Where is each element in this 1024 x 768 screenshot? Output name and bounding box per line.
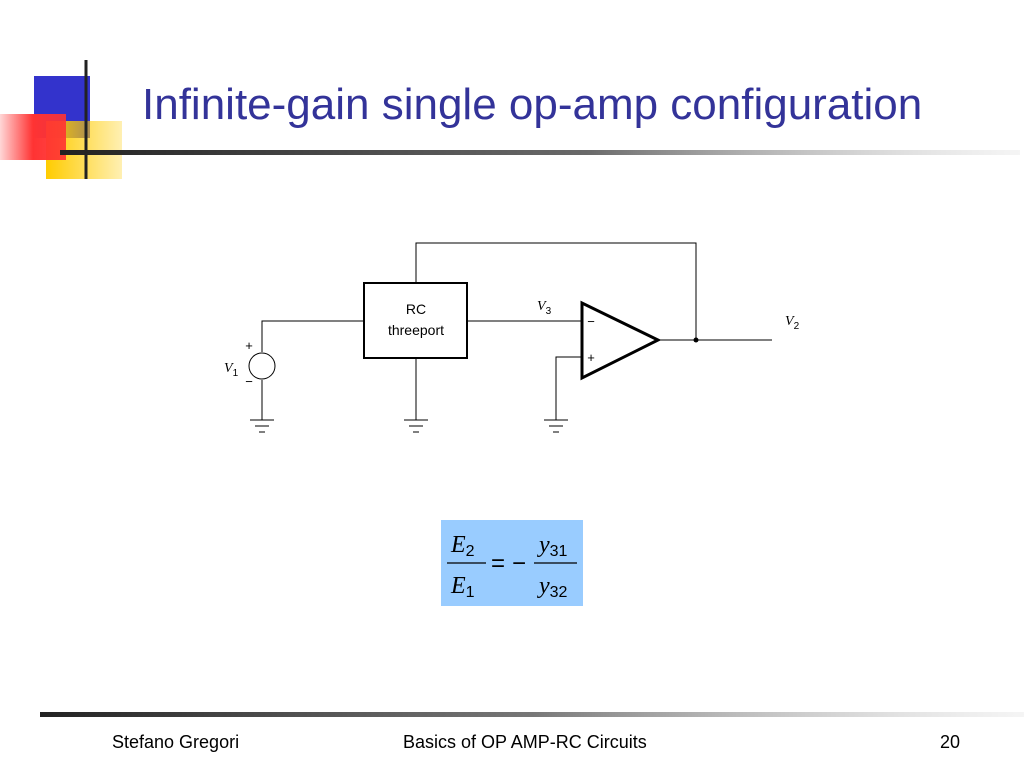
footer-author: Stefano Gregori (112, 732, 240, 752)
block-label-rc: RC (406, 301, 426, 317)
rc-threeport-block (363, 282, 468, 359)
ground-symbol-opamp (544, 419, 568, 433)
noninverting-ground-wire (555, 356, 582, 420)
slide-title: Infinite-gain single op-amp configuratio… (142, 80, 923, 129)
op-amp (580, 300, 662, 381)
title-underline (60, 150, 1020, 155)
feedback-wire (415, 242, 697, 340)
formula-minus: − (512, 550, 526, 577)
source-minus-sign: − (245, 374, 253, 389)
input-wire (261, 320, 364, 352)
opamp-minus-sign: − (587, 314, 595, 329)
v2-label: V2 (785, 314, 800, 332)
ground-symbol-block (404, 419, 428, 433)
source-plus-sign: + (245, 338, 253, 353)
v1-label: V1 (224, 361, 239, 379)
opamp-plus-sign: + (587, 350, 595, 365)
formula-den-right: y32 (537, 573, 568, 601)
output-node (693, 337, 699, 343)
footer-course: Basics of OP AMP-RC Circuits (403, 732, 647, 752)
footer-page-number: 20 (940, 732, 961, 752)
v3-label: V3 (537, 299, 552, 317)
voltage-source-v1 (248, 352, 276, 380)
formula-den-left: E1 (450, 573, 475, 601)
formula-equals: = (491, 550, 505, 577)
ground-symbol-source (250, 419, 274, 433)
deco-red-bar (0, 114, 66, 160)
formula: E2 E1 = − y31 y32 (447, 532, 577, 601)
footer-line (40, 712, 1024, 717)
block-label-threeport: threeport (388, 322, 444, 338)
formula-num-left: E2 (450, 532, 475, 560)
formula-num-right: y31 (537, 532, 568, 560)
